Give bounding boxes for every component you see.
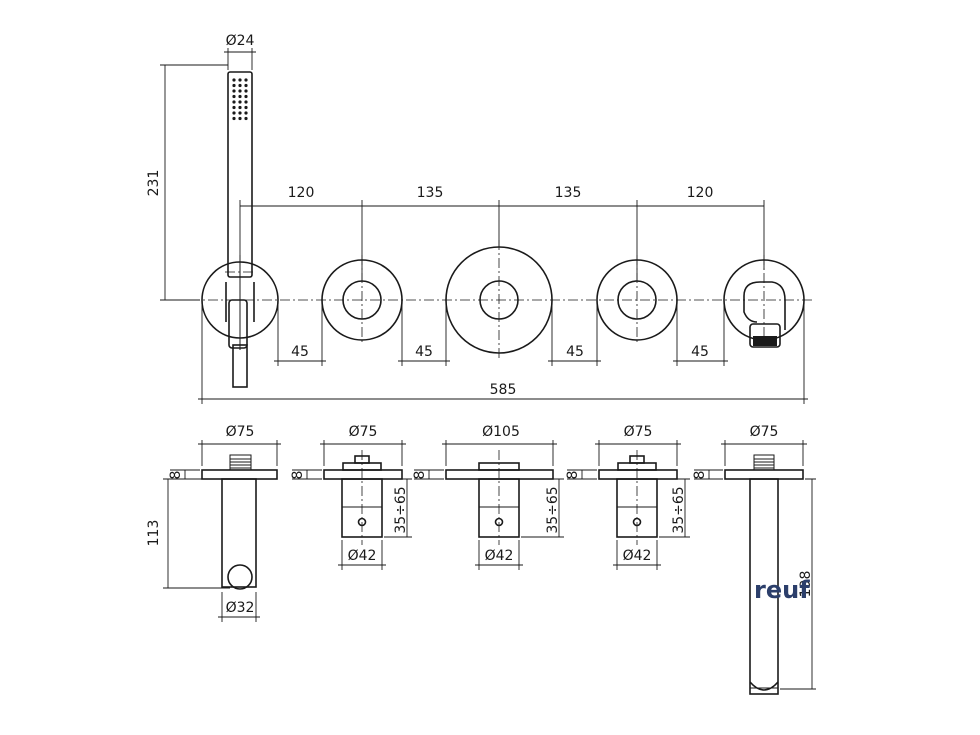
nozzle-dot bbox=[244, 100, 248, 104]
dim-mixer-right-body: Ø42 bbox=[623, 548, 652, 564]
dim-spacing-1: 120 bbox=[288, 185, 315, 201]
dim-handshower-connector: Ø32 bbox=[226, 600, 255, 616]
dim-mixer-center-body: Ø42 bbox=[485, 548, 514, 564]
dim-gap-4: 45 bbox=[691, 344, 709, 360]
nozzle-dot bbox=[238, 105, 242, 110]
nozzle-dot bbox=[238, 89, 242, 93]
dim-mixer-left-body: Ø42 bbox=[348, 548, 377, 564]
dim-handshower-plate: Ø75 bbox=[226, 424, 255, 440]
nozzle-dot bbox=[244, 94, 248, 99]
nozzle-dot bbox=[238, 100, 242, 104]
dim-handshower-diameter: Ø24 bbox=[226, 33, 255, 49]
dim-gap-1: 45 bbox=[291, 344, 309, 360]
nozzle-dot bbox=[244, 105, 248, 110]
nozzle-dot bbox=[232, 116, 236, 121]
dim-mixer-right-range: 35÷65 bbox=[671, 486, 687, 533]
dim-mixer-left-range: 35÷65 bbox=[393, 486, 409, 533]
nozzle-dot bbox=[238, 116, 242, 121]
dim-spout-depth: 8 bbox=[692, 471, 708, 480]
dim-spacing-2: 135 bbox=[417, 185, 444, 201]
dim-mixer-left-plate: Ø75 bbox=[349, 424, 378, 440]
dim-mixer-left-depth: 8 bbox=[290, 471, 306, 480]
dim-mixer-right-depth: 8 bbox=[565, 471, 581, 480]
dim-gap-2: 45 bbox=[415, 344, 433, 360]
nozzle-dot bbox=[232, 78, 236, 82]
dim-spacing-4: 120 bbox=[687, 185, 714, 201]
nozzle-dot bbox=[238, 83, 242, 88]
mixer-right-side: Ø75 8 35÷65 Ø42 bbox=[565, 424, 690, 570]
nozzle-dot bbox=[232, 89, 236, 93]
nozzle-dot bbox=[232, 83, 236, 88]
nozzle-dot bbox=[232, 105, 236, 110]
handshower-side: Ø75 8 113 Ø32 bbox=[146, 424, 281, 622]
bottom-view: Ø75 8 113 Ø32 Ø75 8 35÷65 Ø42 bbox=[146, 424, 816, 695]
dim-mixer-center-depth: 8 bbox=[412, 471, 428, 480]
dim-mixer-right-plate: Ø75 bbox=[624, 424, 653, 440]
nozzle-dot bbox=[232, 100, 236, 104]
nozzle-dot bbox=[238, 78, 242, 82]
nozzle-dot bbox=[244, 89, 248, 93]
dim-spacing-3: 135 bbox=[555, 185, 582, 201]
nozzle-dot bbox=[244, 83, 248, 88]
handshower-nozzles bbox=[232, 78, 248, 121]
dim-mixer-center-range: 35÷65 bbox=[545, 486, 561, 533]
dim-spout-plate: Ø75 bbox=[750, 424, 779, 440]
dim-handshower-depth: 8 bbox=[168, 471, 184, 480]
nozzle-dot bbox=[232, 94, 236, 99]
top-view: Ø24 231 120 135 135 120 45 45 45 45 585 bbox=[146, 33, 812, 404]
dim-spout-length: 198 bbox=[798, 571, 814, 598]
spout-side: Ø75 8 198 bbox=[692, 424, 816, 695]
nozzle-dot bbox=[238, 94, 242, 99]
mixer-left-side: Ø75 8 35÷65 Ø42 bbox=[290, 424, 412, 570]
mixer-center-side: Ø105 8 35÷65 Ø42 bbox=[412, 424, 564, 570]
dim-overall-width: 585 bbox=[490, 382, 517, 398]
nozzle-dot bbox=[238, 111, 242, 115]
dim-handshower-height: 231 bbox=[146, 170, 162, 197]
nozzle-dot bbox=[232, 111, 236, 115]
reuf-watermark: reuf bbox=[754, 576, 810, 604]
dim-handshower-holder: 113 bbox=[146, 520, 162, 547]
nozzle-dot bbox=[244, 116, 248, 121]
nozzle-dot bbox=[244, 111, 248, 115]
dim-mixer-center-plate: Ø105 bbox=[482, 424, 520, 440]
nozzle-dot bbox=[244, 78, 248, 82]
dim-gap-3: 45 bbox=[566, 344, 584, 360]
